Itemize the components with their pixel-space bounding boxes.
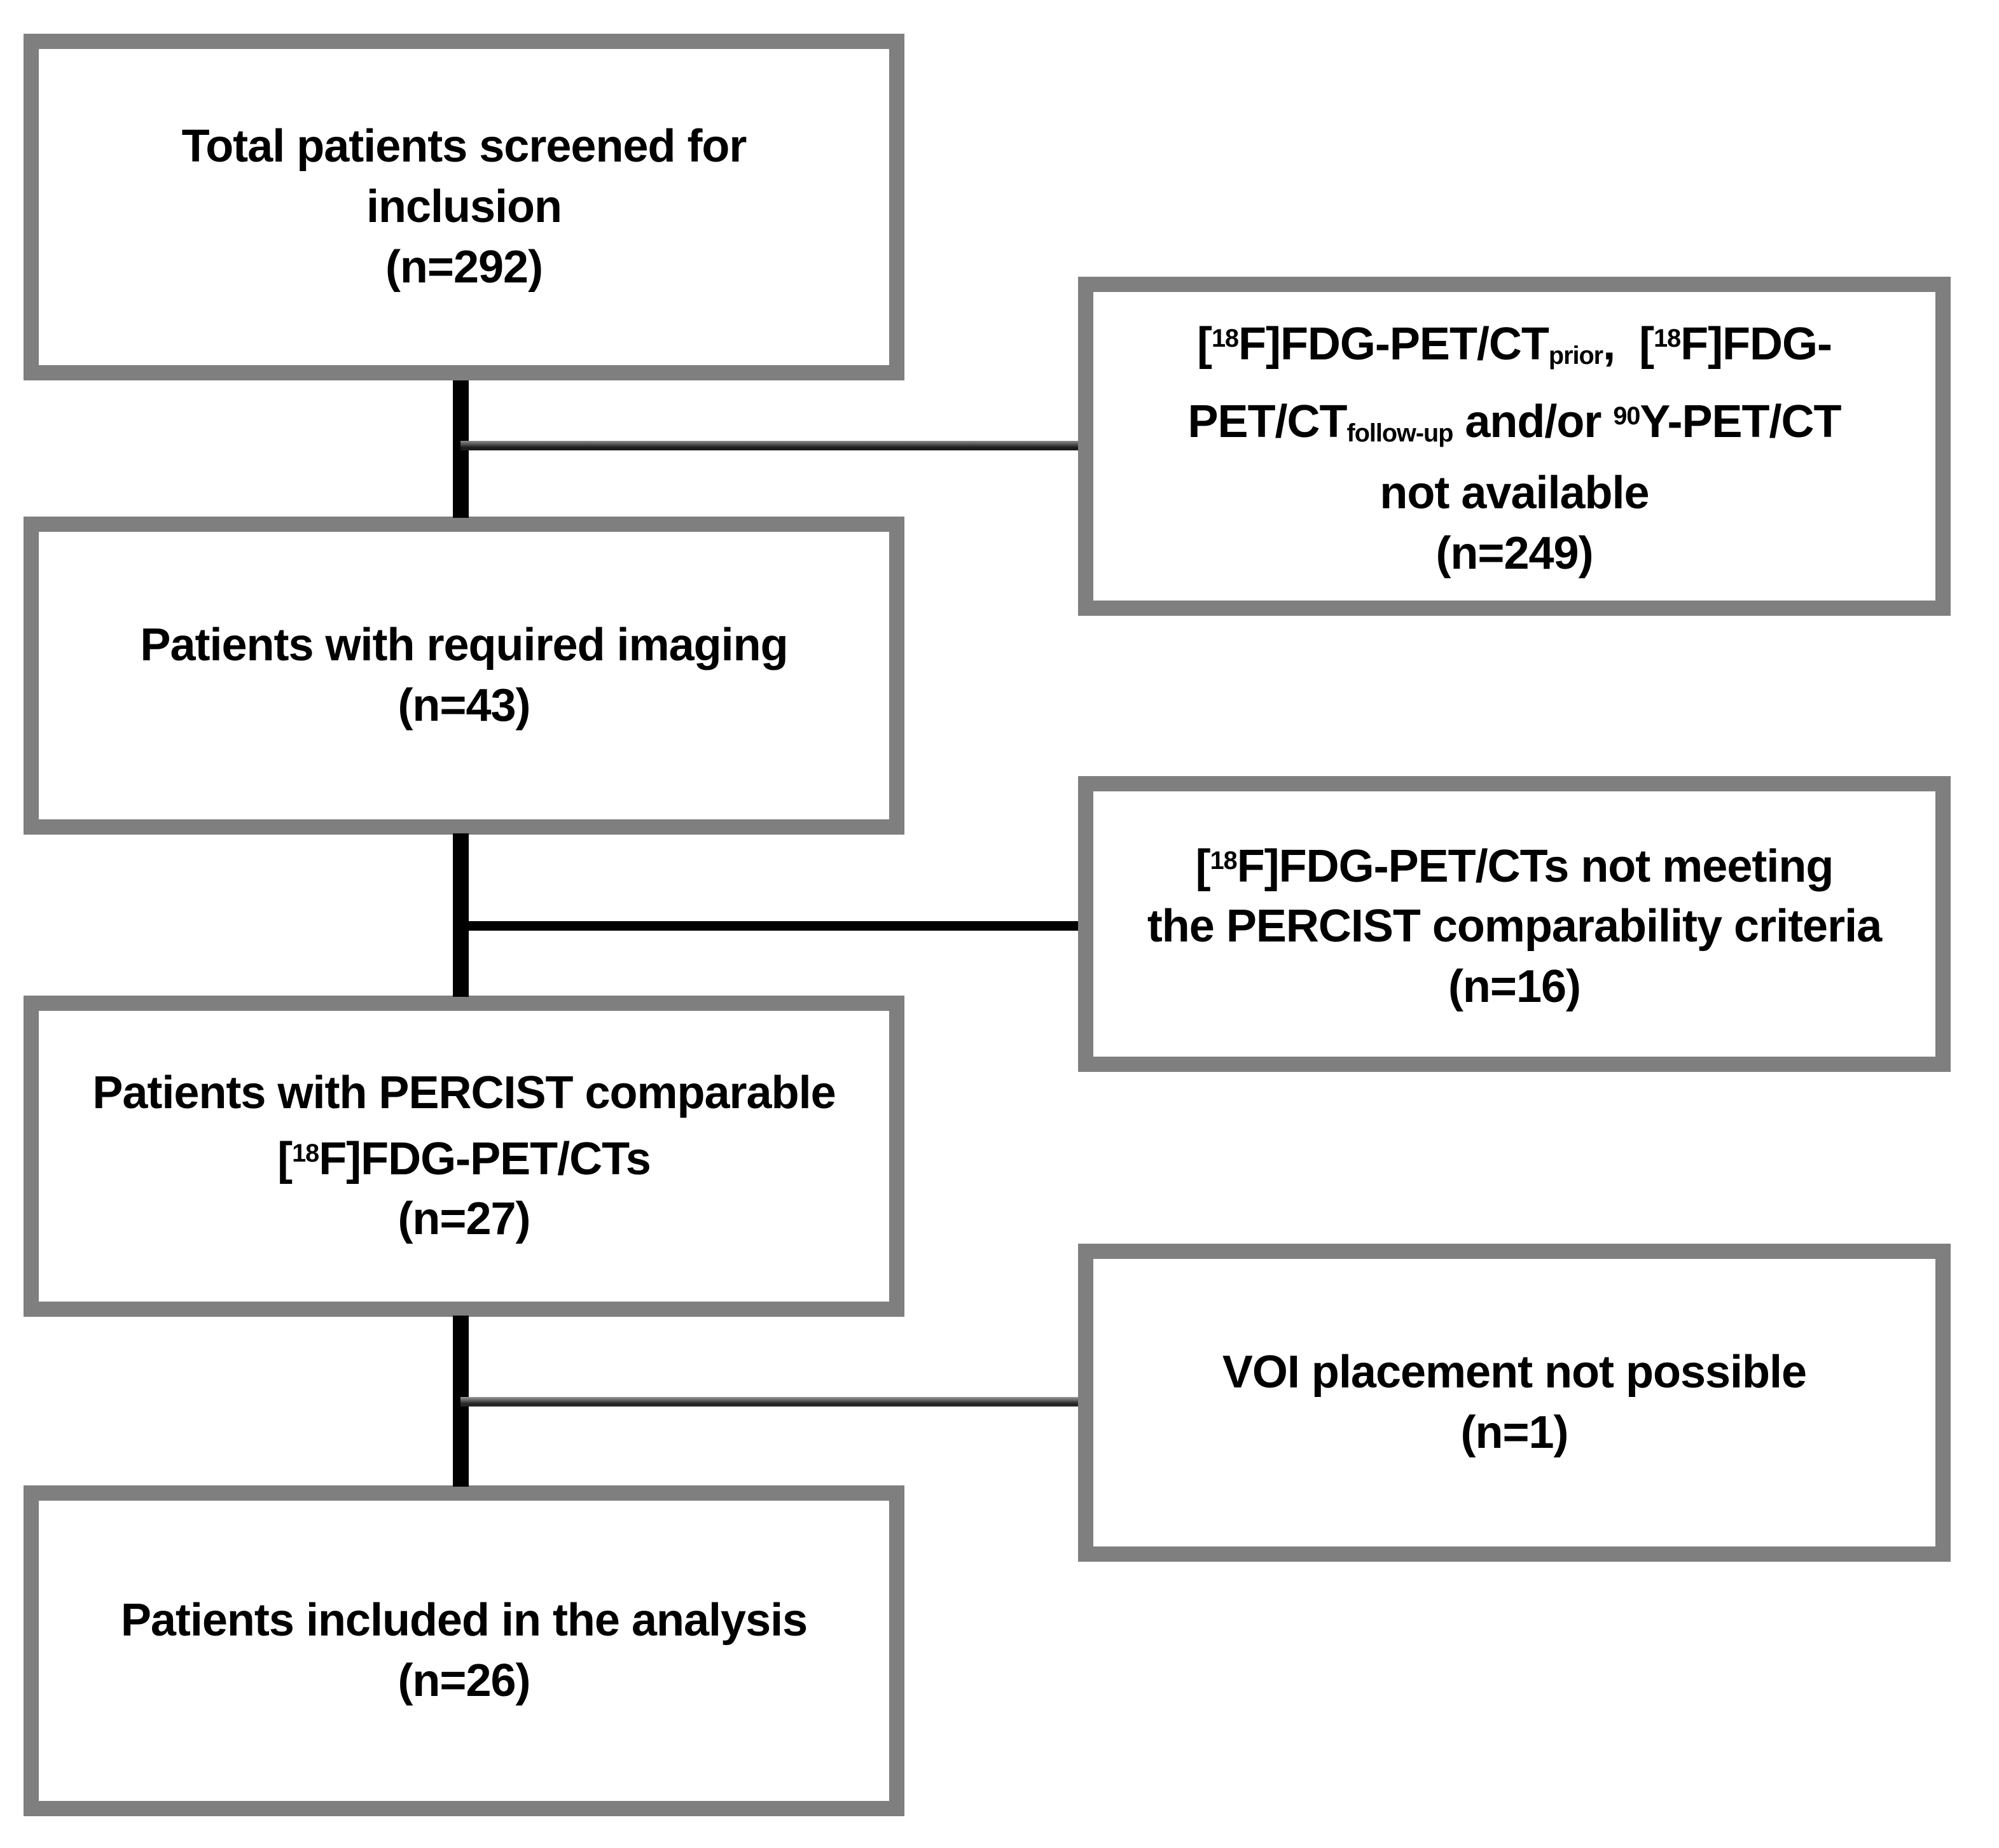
text-segment: F]FDG- [1680,318,1832,370]
text-line: inclusion [366,177,562,237]
exclusion-branch-line-1 [460,441,1078,450]
text-line: [18F]FDG-PET/CTprior, [18F]FDG- [1197,309,1832,386]
text-segment: PET/CT [1187,396,1348,447]
text-line: (n=16) [1448,957,1581,1017]
text-segment: [ [277,1133,293,1185]
flow-box-included-analysis: Patients included in the analysis (n=26) [24,1485,904,1816]
text-segment: (n=43) [398,680,530,731]
flow-box-required-imaging: Patients with required imaging (n=43) [24,517,904,835]
superscript-segment: 18 [1211,324,1239,352]
text-segment: Patients included in the analysis [120,1595,808,1646]
subscript-segment: follow-up [1346,419,1454,447]
text-segment: the PERCIST comparability criteria [1147,901,1882,952]
exclusion-branch-line-3 [460,1397,1078,1407]
text-segment: (n=27) [398,1193,530,1245]
superscript-segment: 18 [1210,846,1238,875]
text-segment: not available [1380,468,1649,519]
text-line: [18F]FDG-PET/CTs not meeting [1196,831,1834,897]
flow-box-total-screened: Total patients screened for inclusion (n=2… [24,34,904,380]
text-line: (n=292) [385,237,543,298]
superscript-segment: 90 [1613,401,1640,430]
exclusion-box-imaging-not-available: [18F]FDG-PET/CTprior, [18F]FDG-PET/CTfol… [1078,277,1951,616]
exclusion-box-voi-not-possible: VOI placement not possible (n=1) [1078,1244,1951,1562]
text-line: Total patients screened for [182,116,747,177]
text-line: Patients included in the analysis [120,1590,808,1651]
text-segment: F]FDG-PET/CTs [319,1133,651,1185]
text-segment: Total patients screened for [181,121,747,172]
text-line: Patients with PERCIST comparable [92,1063,836,1123]
text-line: (n=27) [398,1189,530,1249]
text-segment: and/or [1453,396,1614,447]
exclusion-branch-line-2 [460,921,1078,931]
text-segment: inclusion [366,181,562,232]
text-line: Patients with required imaging [140,615,788,676]
superscript-segment: 18 [1654,324,1681,352]
text-line: the PERCIST comparability criteria [1147,896,1882,957]
flow-box-percist-comparable: Patients with PERCIST comparable[18F]FDG… [24,996,904,1317]
text-line: not available [1380,463,1649,524]
text-segment: Patients with required imaging [140,620,788,670]
text-segment: [ [1196,318,1212,370]
text-line: PET/CTfollow-up and/or 90Y-PET/CT [1187,386,1842,464]
text-segment: (n=1) [1460,1407,1568,1458]
text-line: (n=43) [398,676,530,736]
text-segment: Y-PET/CT [1640,396,1841,447]
superscript-segment: 18 [292,1139,319,1167]
text-segment: (n=26) [398,1655,530,1706]
text-segment: F]FDG-PET/CT [1238,318,1549,370]
flow-connector-vertical-2 [453,833,469,997]
text-segment: (n=16) [1448,961,1581,1013]
text-segment: Patients with PERCIST comparable [92,1067,836,1118]
text-line: (n=26) [398,1651,530,1711]
text-line: [18F]FDG-PET/CTs [277,1123,651,1190]
text-segment: [ [1195,840,1211,892]
subscript-segment: prior [1548,341,1603,370]
text-line: (n=1) [1460,1403,1568,1463]
text-line: (n=249) [1435,524,1593,584]
text-segment: (n=249) [1435,528,1593,580]
text-line: VOI placement not possible [1222,1342,1807,1403]
text-segment: F]FDG-PET/CTs not meeting [1236,840,1834,892]
text-segment: , [ [1603,318,1654,370]
text-segment: (n=292) [385,242,543,293]
text-segment: VOI placement not possible [1222,1347,1807,1398]
